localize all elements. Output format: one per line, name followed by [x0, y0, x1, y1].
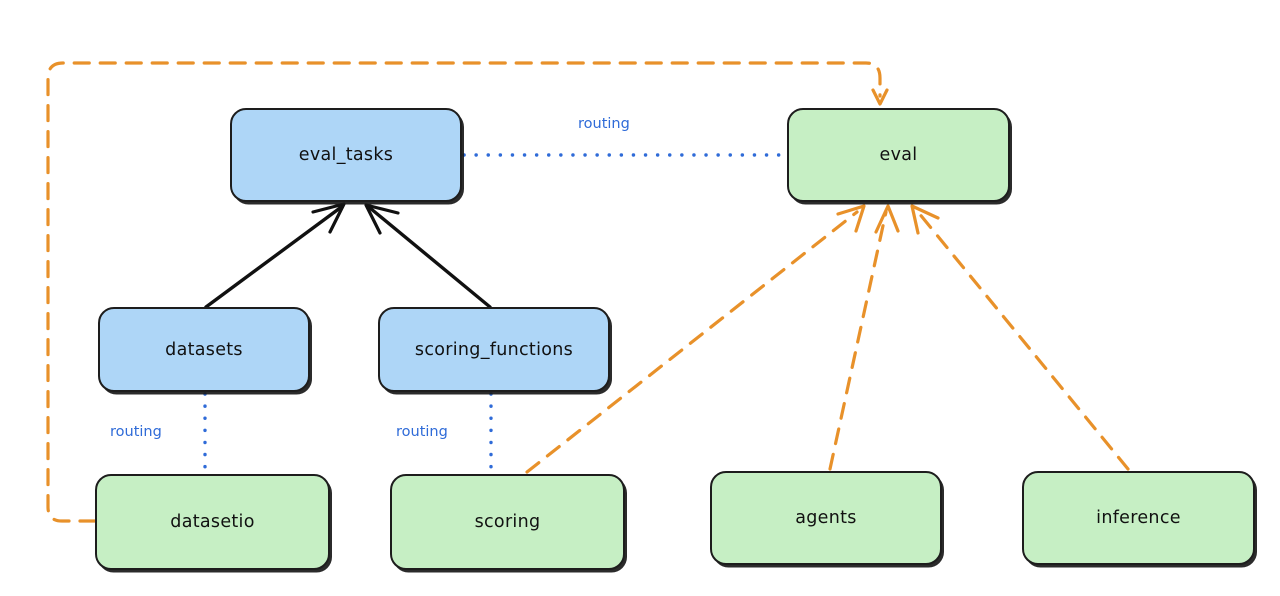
edge-label-routing-datasets-datasetio: routing [110, 424, 162, 440]
node-label: scoring_functions [414, 339, 574, 360]
node-scoring[interactable]: scoring [390, 474, 625, 570]
edge-label-routing-scoring_functions-scoring: routing [396, 424, 448, 440]
edge-inference-to-eval [910, 204, 1130, 471]
node-eval_tasks[interactable]: eval_tasks [230, 108, 462, 202]
edge-datasets-to-eval_tasks [204, 202, 346, 309]
node-scoring_functions[interactable]: scoring_functions [378, 307, 610, 392]
edge-scoring-functions-to-eval_tasks [364, 203, 492, 309]
node-agents[interactable]: agents [710, 471, 942, 565]
node-datasetio[interactable]: datasetio [95, 474, 330, 570]
node-label: eval_tasks [298, 145, 394, 165]
node-label: eval [879, 145, 918, 165]
node-inference[interactable]: inference [1022, 471, 1255, 565]
node-label: datasetio [170, 512, 255, 532]
edge-label-routing-eval_tasks-eval: routing [578, 116, 630, 132]
node-label: inference [1096, 508, 1181, 528]
edge-agents-to-eval [828, 204, 900, 471]
node-label: agents [795, 508, 857, 528]
edge-datasetio-to-eval [46, 61, 889, 523]
node-eval[interactable]: eval [787, 108, 1010, 202]
node-label: scoring [474, 512, 541, 532]
node-datasets[interactable]: datasets [98, 307, 310, 392]
node-label: datasets [165, 339, 243, 360]
